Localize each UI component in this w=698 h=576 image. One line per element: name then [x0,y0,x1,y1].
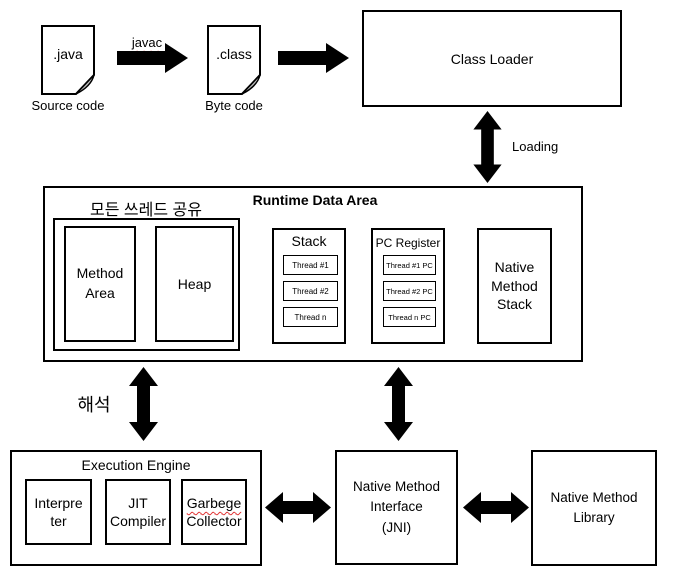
shared-threads-label: 모든 쓰레드 공유 [90,202,202,219]
jni-library-arrow-icon [463,492,529,523]
runtime-data-area-title: Runtime Data Area [252,192,378,208]
pc-register-thread-1: Thread #1 PC [383,255,436,275]
execution-engine-title: Execution Engine [81,457,191,473]
java-file-icon: .java [41,25,95,95]
stack-thread-n: Thread n [283,307,338,327]
load-arrow-icon [278,43,349,73]
pc-register-box: PC Register Thread #1 PC Thread #2 PC Th… [371,228,445,344]
loading-arrow-icon [473,111,502,183]
class-loader-box: Class Loader [362,10,622,107]
class-file-icon: .class [207,25,261,95]
garbage-collector-word2: Collector [186,513,242,529]
interpret-label: 해석 [77,395,111,415]
javac-label: javac [131,35,163,50]
pc-register-thread-2: Thread #2 PC [383,281,436,301]
source-code-caption: Source code [31,98,105,113]
method-area-box: Method Area [64,226,136,342]
stack-box: Stack Thread #1 Thread #2 Thread n [272,228,346,344]
execution-engine-box: Execution Engine Interpre ter JIT Compil… [10,450,262,566]
native-method-stack-box: Native Method Stack [477,228,552,344]
engine-jni-arrow-icon [265,492,331,523]
java-file-label: .java [53,46,83,62]
stack-thread-1: Thread #1 [283,255,338,275]
jni-box: Native Method Interface (JNI) [335,450,458,565]
heap-box: Heap [155,226,234,342]
interpret-arrow-icon [129,366,158,442]
pc-register-title: PC Register [375,236,441,250]
pc-register-thread-n: Thread n PC [383,307,436,327]
garbage-collector-word1: Garbege [186,494,242,511]
interpreter-box: Interpre ter [25,479,92,545]
compile-arrow-icon [117,43,188,73]
garbage-collector-box: Garbege Collector [181,479,247,545]
native-method-library-box: Native Method Library [531,450,657,566]
stack-thread-2: Thread #2 [283,281,338,301]
jit-compiler-box: JIT Compiler [105,479,171,545]
runtime-jni-arrow-icon [384,366,413,442]
byte-code-caption: Byte code [205,98,263,113]
loading-label: Loading [512,139,559,154]
stack-title: Stack [291,233,327,249]
class-file-label: .class [216,46,252,62]
javac-caption: javac [122,20,172,50]
